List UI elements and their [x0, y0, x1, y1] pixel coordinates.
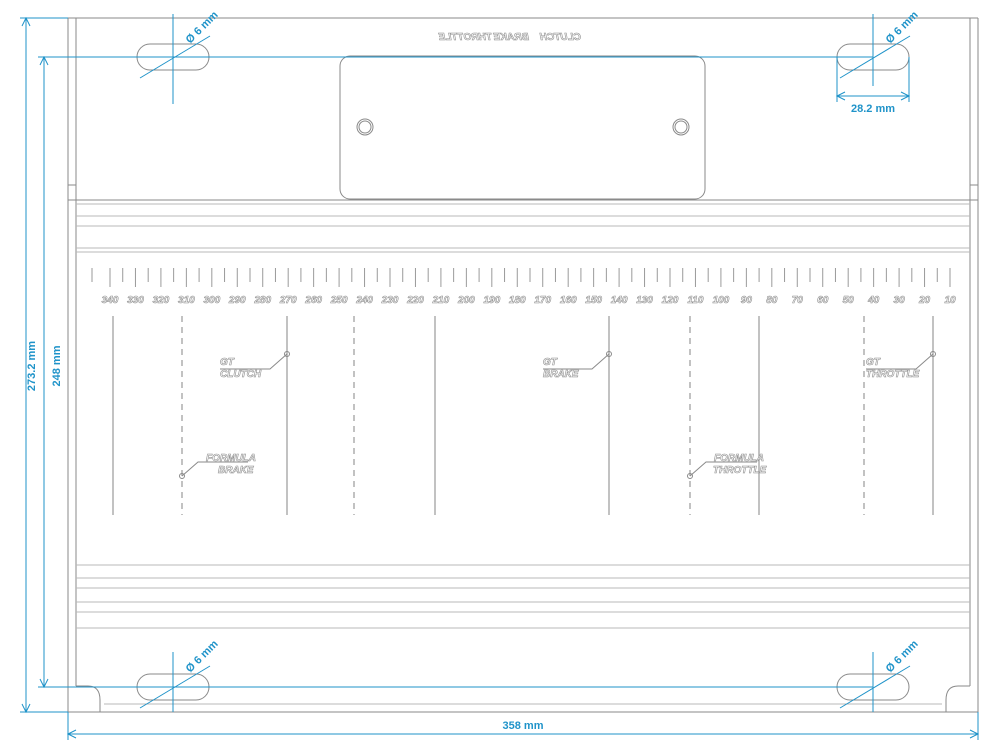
slot-callout-bottom-left: Ø 6 mm [139, 638, 221, 712]
scale-label: 200 [457, 295, 475, 306]
scale-label: 110 [687, 295, 703, 306]
scale-label: 280 [253, 295, 271, 306]
label-throttle: THROTTLE [438, 32, 492, 43]
annotation-gt-brake: GT BRAKE [543, 351, 612, 380]
scale-label: 310 [178, 295, 195, 306]
scale-label: 260 [304, 295, 322, 306]
scale-label: 300 [203, 295, 220, 306]
scale-label: 290 [228, 295, 246, 306]
annotation-formula-brake: FORMULA BRAKE [179, 453, 256, 479]
svg-text:FORMULA: FORMULA [714, 453, 764, 464]
svg-text:Ø 6 mm: Ø 6 mm [884, 638, 921, 675]
scale-label: 120 [662, 295, 679, 306]
scale-label: 30 [894, 295, 906, 306]
scale-label: 80 [766, 295, 778, 306]
scale-label: 250 [330, 295, 348, 306]
dimension-total-height: 273.2 mm [20, 16, 68, 714]
scale-label: 140 [611, 295, 628, 306]
svg-text:GT: GT [866, 357, 881, 368]
center-bracket-plate [339, 55, 706, 200]
scale-label: 150 [585, 295, 602, 306]
dim-slot-offset-text: 28.2 mm [851, 103, 895, 115]
scale-labels: 340 330 320 310 300 290 280 270 260 250 240 230 220 2… [101, 295, 956, 307]
scale-label: 130 [636, 295, 653, 306]
svg-text:GT: GT [543, 357, 558, 368]
annotation-formula-throttle: FORMULA THROTTLE [687, 453, 767, 479]
svg-text:FORMULA: FORMULA [206, 453, 256, 464]
scale-label: 50 [843, 295, 855, 306]
svg-text:THROTTLE: THROTTLE [866, 369, 920, 380]
scale-label: 230 [381, 295, 399, 306]
scale-label: 220 [406, 295, 424, 306]
annotation-gt-throttle: GT THROTTLE [866, 351, 936, 380]
annotation-gt-clutch: GT CLUTCH [220, 351, 290, 380]
scale-label: 10 [944, 295, 956, 306]
scale-label: 160 [560, 295, 577, 306]
svg-text:CLUTCH: CLUTCH [220, 369, 262, 380]
scale-ticks [91, 268, 951, 287]
svg-text:BRAKE: BRAKE [543, 369, 579, 380]
label-brake: BRAKE [493, 32, 529, 43]
scale-label: 240 [355, 295, 373, 306]
svg-text:GT: GT [220, 357, 235, 368]
scale-label: 330 [127, 295, 144, 306]
pedal-slot-lines [112, 316, 934, 515]
dimension-slot-offset: 28.2 mm [835, 57, 911, 115]
scale-label: 90 [741, 295, 753, 306]
scale-label: 70 [792, 295, 804, 306]
dimension-hole-spacing: 248 mm [38, 55, 873, 689]
top-labels: CLUTCH BRAKE THROTTLE [438, 32, 581, 44]
scale-label: 210 [432, 295, 450, 306]
dim-hole-spacing-text: 248 mm [51, 345, 63, 386]
scale-label: 340 [102, 295, 119, 306]
svg-text:BRAKE: BRAKE [218, 465, 254, 476]
scale-label: 20 [918, 295, 931, 306]
label-clutch: CLUTCH [539, 32, 581, 43]
scale-label: 270 [279, 295, 297, 306]
plate-outline [67, 17, 979, 713]
scale-label: 190 [483, 295, 500, 306]
scale-label: 60 [817, 295, 829, 306]
scale-label: 100 [713, 295, 730, 306]
scale-label: 180 [509, 295, 526, 306]
dimension-total-width: 358 mm [66, 712, 980, 740]
svg-text:Ø 6 mm: Ø 6 mm [184, 638, 221, 675]
scale-label: 40 [867, 295, 880, 306]
dim-total-height-text: 273.2 mm [26, 341, 38, 391]
scale-label: 320 [153, 295, 170, 306]
svg-text:THROTTLE: THROTTLE [713, 465, 767, 476]
dim-total-width-text: 358 mm [503, 720, 544, 732]
scale-label: 170 [534, 295, 551, 306]
slot-callout-bottom-right: Ø 6 mm [839, 638, 921, 712]
